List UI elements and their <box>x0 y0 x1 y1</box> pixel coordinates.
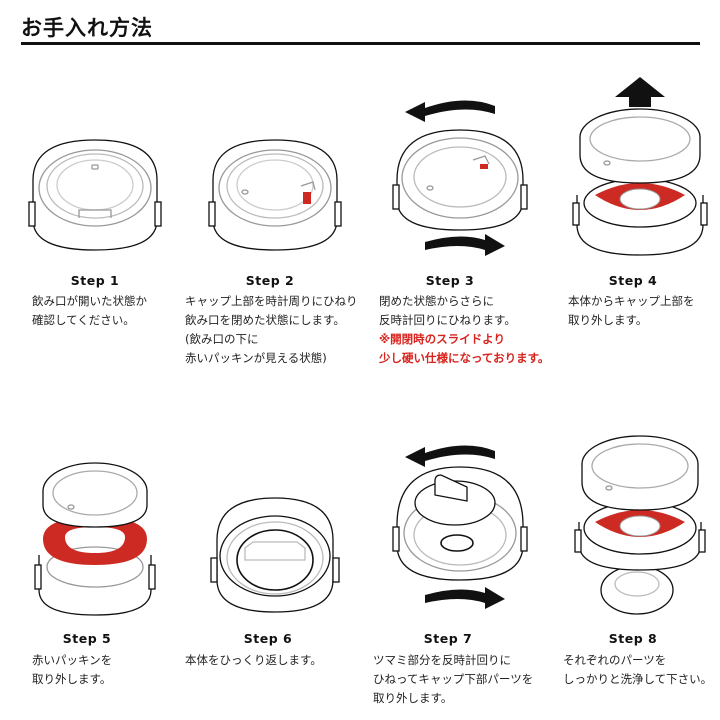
red-gasket-indicator <box>303 192 311 204</box>
lift-up-arrow-icon <box>615 77 665 107</box>
rotate-ccw-arrow-icon <box>405 100 495 122</box>
step-1-description: 飲み口が開いた状態か 確認してください。 <box>32 294 147 327</box>
step-8-label: Step 8 <box>608 631 658 646</box>
step-3-warning-line-1: ※開閉時のスライドより <box>379 332 505 346</box>
step-7-description: ツマミ部分を反時計回りに ひねってキャップ下部パーツを 取り外します。 <box>373 653 534 705</box>
step-4-illustration <box>572 77 708 256</box>
rotate-cw-arrow-icon <box>425 234 505 256</box>
step-1-illustration <box>28 139 162 251</box>
step-2-illustration <box>208 139 342 251</box>
step-3-illustration <box>392 100 528 256</box>
step-6-label: Step 6 <box>243 631 293 646</box>
step-1-label: Step 1 <box>70 273 120 288</box>
step-6-illustration <box>210 497 340 613</box>
step-3-warning-line-2: 少し硬い仕様になっております。 <box>379 351 550 365</box>
step-5-label: Step 5 <box>62 631 112 646</box>
step-4-label: Step 4 <box>608 273 658 288</box>
step-3-description: 閉めた状態からさらに 反時計回りにひねります。 ※開閉時のスライドより 少し硬い… <box>379 292 549 368</box>
rotate-ccw-arrow-icon <box>405 445 495 467</box>
step-7-illustration <box>392 445 528 609</box>
step-5-illustration <box>34 462 156 616</box>
step-3-label: Step 3 <box>425 273 475 288</box>
step-8-description: それぞれのパーツを しっかりと洗浄して下さい。 <box>563 653 713 686</box>
title-underline <box>21 42 700 45</box>
step-2-description: キャップ上部を時計周りにひねり 飲み口を閉めた状態にします。 (飲み口の下に 赤… <box>185 294 358 365</box>
rotate-cw-arrow-icon <box>425 587 505 609</box>
step-7-label: Step 7 <box>423 631 473 646</box>
step-5-description: 赤いパッキンを 取り外します。 <box>32 653 113 686</box>
step-8-illustration <box>574 435 706 615</box>
page-title: お手入れ方法 <box>21 16 153 40</box>
step-4-description: 本体からキャップ上部を 取り外します。 <box>568 294 695 327</box>
step-2-label: Step 2 <box>245 273 295 288</box>
step-6-description: 本体をひっくり返します。 <box>185 653 322 667</box>
